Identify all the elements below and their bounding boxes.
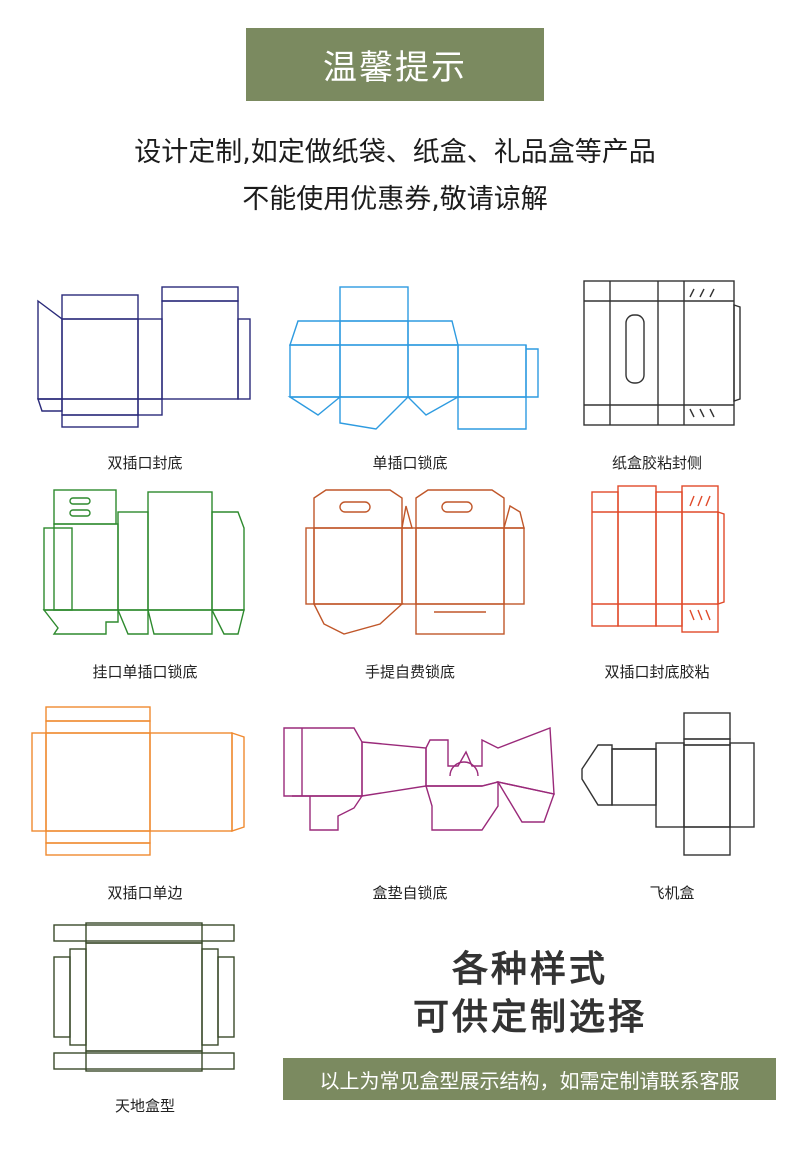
dieline-single-tuck-lock-bottom (287, 286, 539, 430)
caption-style-3: 纸盒胶粘封侧 (611, 454, 702, 472)
caption-style-7: 双插口单边 (107, 884, 183, 902)
dieline-double-tuck-glued (591, 485, 725, 633)
caption-style-5: 手提自费锁底 (364, 663, 455, 681)
caption-style-9: 飞机盒 (649, 884, 695, 902)
page-title: 温馨提示 (323, 48, 467, 88)
caption-style-1: 双插口封底 (107, 454, 183, 472)
dieline-hang-tab-single-tuck (42, 489, 245, 635)
caption-style-10: 天地盒型 (114, 1097, 175, 1115)
slogan-line-2: 可供定制选择 (412, 997, 647, 1038)
footer-banner: 以上为常见盒型展示结构，如需定制请联系客服 (283, 1058, 776, 1100)
dieline-mailer-box (581, 712, 755, 856)
title-banner: 温馨提示 (246, 28, 544, 101)
notice-line-1: 设计定制,如定做纸袋、纸盒、礼品盒等产品 (134, 137, 656, 168)
dieline-glued-side (583, 280, 741, 426)
caption-style-6: 双插口封底胶粘 (604, 663, 710, 681)
notice-line-2: 不能使用优惠券,敬请谅解 (242, 184, 548, 215)
dieline-lid-and-base-box (53, 922, 235, 1072)
dieline-double-tuck-seal-bottom (37, 286, 251, 428)
caption-style-8: 盒垫自锁底 (372, 884, 448, 902)
caption-style-2: 单插口锁底 (372, 454, 448, 472)
dieline-tray-lock-bottom (283, 727, 555, 831)
footer-text: 以上为常见盒型展示结构，如需定制请联系客服 (319, 1068, 740, 1093)
dieline-double-tuck-single-side (31, 706, 245, 856)
caption-style-4: 挂口单插口锁底 (92, 663, 198, 681)
dieline-handle-lock-bottom (305, 489, 525, 635)
slogan-line-1: 各种样式 (451, 949, 608, 990)
